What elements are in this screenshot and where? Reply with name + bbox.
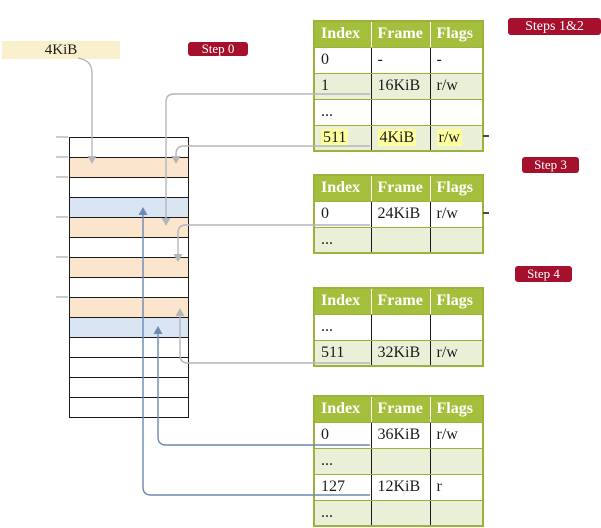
table4-row127-index: 127: [314, 474, 372, 501]
table1-row-0: 0 - -: [314, 47, 483, 74]
table4-header-flags: Flags: [430, 396, 483, 423]
table3-header-row: Index Frame Flags: [314, 288, 483, 315]
table3-header-frame: Frame: [371, 288, 431, 315]
memory-frame-row-3: [70, 178, 188, 198]
table2-rowdots-flags: [430, 227, 483, 254]
table2-row0-frame: 24KiB: [371, 201, 431, 228]
badge-step-0-label: Step 0: [201, 41, 235, 56]
table4-header-index: Index: [314, 396, 372, 423]
table3-header-index: Index: [314, 288, 372, 315]
table3-rowdots-index: ...: [314, 314, 372, 341]
table1-row-1: 1 16KiB r/w: [314, 73, 483, 100]
table1-row-dots: ...: [314, 99, 483, 126]
memory-frame-row-7: [70, 258, 188, 278]
table1-row511-frame: 4KiB: [371, 125, 431, 152]
badge-step-3-label: Step 3: [534, 157, 567, 172]
memory-frame-row-5: [70, 218, 188, 238]
table4-row-dots2: ...: [314, 500, 483, 527]
badge-step-0: Step 0: [188, 41, 248, 56]
table4-row-dots1: ...: [314, 448, 483, 475]
badge-step-3: Step 3: [522, 157, 579, 173]
page-table-steps-1-2: Index Frame Flags 0 - - 1 16KiB r/w ...: [313, 20, 484, 152]
table4-rowdots2-flags: [430, 500, 483, 527]
table3-row511-frame: 32KiB: [371, 340, 431, 367]
badge-steps-1-2: Steps 1&2: [508, 18, 601, 35]
table4-row-127: 127 12KiB r: [314, 474, 483, 501]
table1-header-flags: Flags: [430, 21, 483, 48]
table2-row0-index: 0: [314, 201, 372, 228]
memory-frame-row-6: [70, 238, 188, 258]
table4-rowdots1-index: ...: [314, 448, 372, 475]
table2-header-flags: Flags: [430, 175, 483, 202]
table1-row1-frame: 16KiB: [371, 73, 431, 100]
table1-row511-index: 511: [314, 125, 372, 152]
table4-row127-flags: r: [430, 474, 483, 501]
size-label-box: 4KiB: [2, 41, 120, 59]
highlighted-value: 4KiB: [377, 128, 417, 146]
table1-row0-flags: -: [430, 47, 483, 74]
table4-rowdots2-frame: [371, 500, 431, 527]
table4-header-frame: Frame: [371, 396, 431, 423]
badge-step-4: Step 4: [515, 266, 572, 282]
page-table-step-3: Index Frame Flags 0 24KiB r/w ...: [313, 174, 484, 254]
table2-row0-flags: r/w: [430, 201, 483, 228]
table1-row0-index: 0: [314, 47, 372, 74]
table1-row511-flags: r/w: [430, 125, 483, 152]
table1-header-row: Index Frame Flags: [314, 21, 483, 48]
memory-frame-row-11: [70, 338, 188, 358]
table3-rowdots-flags: [430, 314, 483, 341]
table4-row127-frame: 12KiB: [371, 474, 431, 501]
physical-memory-column: [69, 137, 189, 418]
page-table-step-4: Index Frame Flags ... 511 32KiB r/w: [313, 287, 484, 367]
table1-rowdots-index: ...: [314, 99, 372, 126]
table4-row0-flags: r/w: [430, 422, 483, 449]
table1-rowdots-frame: [371, 99, 431, 126]
table4-row0-frame: 36KiB: [371, 422, 431, 449]
memory-frame-row-12: [70, 358, 188, 378]
highlighted-value: 511: [321, 128, 349, 146]
table4-rowdots1-frame: [371, 448, 431, 475]
memory-frame-row-1: [70, 138, 188, 158]
table2-header-row: Index Frame Flags: [314, 175, 483, 202]
page-table-final-level: Index Frame Flags 0 36KiB r/w ... 127 12…: [313, 395, 484, 527]
memory-frame-row-10: [70, 318, 188, 338]
table1-rowdots-flags: [430, 99, 483, 126]
table1-header-index: Index: [314, 21, 372, 48]
table2-row-0: 0 24KiB r/w: [314, 201, 483, 228]
memory-frame-row-13: [70, 378, 188, 398]
table2-header-frame: Frame: [371, 175, 431, 202]
table2-rowdots-frame: [371, 227, 431, 254]
table4-header-row: Index Frame Flags: [314, 396, 483, 423]
memory-frame-row-8: [70, 278, 188, 298]
table1-header-frame: Frame: [371, 21, 431, 48]
table3-row511-flags: r/w: [430, 340, 483, 367]
table3-row511-index: 511: [314, 340, 372, 367]
memory-frame-row-9: [70, 298, 188, 318]
memory-frame-row-2: [70, 158, 188, 178]
table2-header-index: Index: [314, 175, 372, 202]
table3-row-dots: ...: [314, 314, 483, 341]
table3-row-511: 511 32KiB r/w: [314, 340, 483, 367]
badge-steps-1-2-label: Steps 1&2: [525, 18, 584, 34]
table4-row0-index: 0: [314, 422, 372, 449]
table4-row-0: 0 36KiB r/w: [314, 422, 483, 449]
badge-step-4-label: Step 4: [527, 266, 560, 281]
table2-rowdots-index: ...: [314, 227, 372, 254]
table2-row-dots: ...: [314, 227, 483, 254]
table4-rowdots1-flags: [430, 448, 483, 475]
memory-frame-row-14: [70, 398, 188, 417]
table3-header-flags: Flags: [430, 288, 483, 315]
table3-rowdots-frame: [371, 314, 431, 341]
table1-row1-flags: r/w: [430, 73, 483, 100]
table4-rowdots2-index: ...: [314, 500, 372, 527]
table1-row1-index: 1: [314, 73, 372, 100]
memory-frame-row-4: [70, 198, 188, 218]
highlighted-value: r/w: [436, 128, 462, 146]
table1-row0-frame: -: [371, 47, 431, 74]
table1-row-511: 511 4KiB r/w: [314, 125, 483, 152]
size-label: 4KiB: [44, 41, 78, 58]
